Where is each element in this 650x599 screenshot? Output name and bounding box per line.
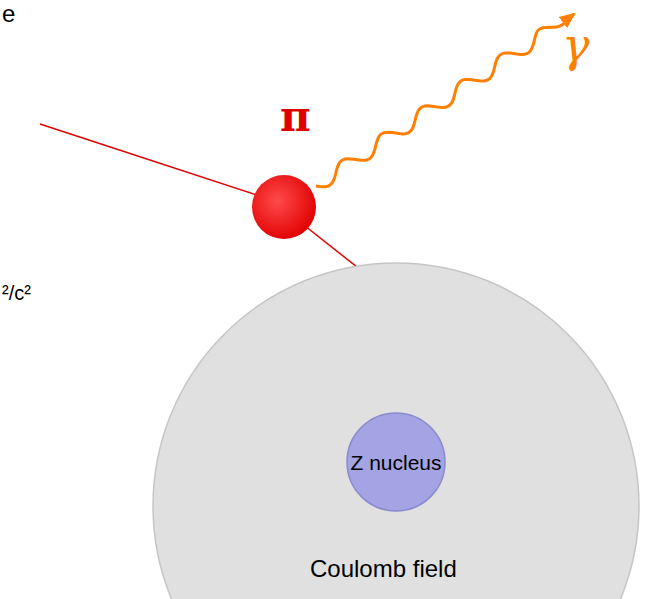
coulomb-field: Coulomb field Z nucleus xyxy=(152,262,640,599)
node-label: Z nucleus xyxy=(350,452,441,473)
cropped-text: ²/c² xyxy=(2,283,31,303)
nucleus-circle: Z nucleus xyxy=(346,412,446,512)
node-label: Coulomb field xyxy=(310,557,457,581)
gamma-symbol: γ xyxy=(562,22,590,68)
photon-wave xyxy=(316,14,574,187)
pion-ball xyxy=(252,175,316,239)
incoming-track xyxy=(40,124,260,196)
cropped-text: e xyxy=(2,2,15,26)
pion-symbol: π xyxy=(280,96,311,138)
